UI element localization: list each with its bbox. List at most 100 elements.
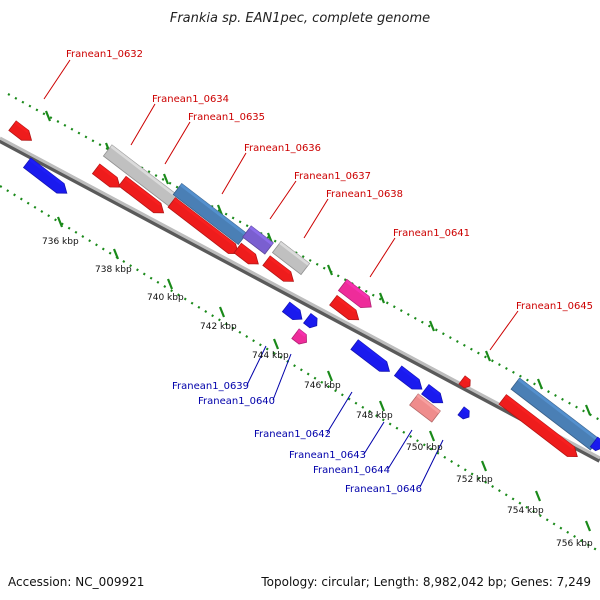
kbp-tick-label: 752 kbp (456, 475, 493, 485)
gene-feature (409, 393, 441, 423)
gene-feature (421, 383, 444, 404)
tick-mark (326, 264, 334, 276)
gene-body (262, 255, 295, 282)
gene-feature (303, 313, 318, 329)
gene-highlight (416, 393, 441, 414)
gene-label: Franean1_0634 (152, 94, 229, 105)
tick-mark (428, 320, 436, 332)
gene-feature (172, 182, 248, 246)
tick-mark (326, 370, 334, 382)
tick-tracks (0, 93, 600, 553)
gene-feature (393, 365, 423, 390)
leader-line (221, 152, 247, 195)
tick-mark (378, 400, 386, 412)
gene-feature (350, 339, 390, 372)
gene-highlight (309, 313, 318, 321)
gene-highlight (517, 378, 599, 442)
gene-body (281, 301, 303, 320)
kbp-tick-label: 744 kbp (252, 351, 289, 361)
tick-mark (112, 248, 120, 260)
gene-highlight (28, 158, 65, 186)
gene-body (91, 163, 121, 188)
gene-highlight (124, 176, 161, 206)
gene-highlight (179, 183, 247, 236)
kbp-tick-label: 756 kbp (556, 539, 593, 549)
gene-body (271, 240, 311, 276)
gene-feature (510, 377, 600, 451)
leader-line (303, 198, 329, 239)
tick-mark (534, 490, 542, 502)
gene-label: Franean1_0641 (393, 228, 470, 239)
gene-feature (271, 240, 311, 276)
kbp-tick-label: 740 kbp (147, 293, 184, 303)
gene-label: Franean1_0638 (326, 189, 403, 200)
leader-line (489, 310, 519, 351)
gene-feature (22, 157, 68, 194)
tick-mark (272, 338, 280, 350)
kbp-tick-label: 748 kbp (356, 411, 393, 421)
gene-highlight (462, 406, 470, 414)
gene-feature (233, 242, 259, 265)
kbp-tick-label: 738 kbp (95, 265, 132, 275)
tick-mark (480, 460, 488, 472)
leader-line (387, 429, 413, 470)
tick-mark (378, 292, 386, 304)
gene-label: Franean1_0636 (244, 143, 321, 154)
gene-feature (91, 163, 121, 188)
gene-highlight (297, 328, 307, 337)
tick-mark (428, 430, 436, 442)
gene-highlight (279, 241, 310, 266)
gene-body (350, 339, 390, 372)
tick-mark (44, 110, 52, 122)
tick-mark (166, 278, 174, 290)
gene-feature (329, 294, 360, 321)
gene-highlight (239, 243, 256, 257)
gene-highlight (173, 197, 236, 247)
gene-label: Franean1_0637 (294, 171, 371, 182)
gene-highlight (356, 339, 387, 365)
gene-feature (118, 175, 165, 214)
gene-label: Franean1_0640 (198, 396, 275, 407)
gene-highlight (287, 302, 301, 313)
gene-features (8, 120, 600, 458)
gene-label: Franean1_0646 (345, 484, 422, 495)
gene-feature (457, 406, 470, 420)
gene-body (22, 157, 68, 194)
tick-track-outer (7, 93, 600, 421)
tick-mark (584, 404, 592, 416)
kbp-tick-label: 742 kbp (200, 322, 237, 332)
gene-label: Franean1_0642 (254, 429, 331, 440)
gene-labels: Franean1_0632Franean1_0634Franean1_0635F… (43, 49, 593, 495)
gene-label: Franean1_0632 (66, 49, 143, 60)
tick-track-inner (0, 185, 600, 553)
gene-highlight (14, 120, 29, 134)
gene-label: Franean1_0635 (188, 112, 265, 123)
gene-feature (498, 394, 578, 458)
gene-label: Franean1_0645 (516, 301, 593, 312)
gene-feature (167, 197, 239, 254)
accession-text: Accession: NC_009921 (8, 575, 144, 589)
gene-body (421, 383, 444, 404)
tick-mark (162, 173, 170, 185)
kbp-axis: 736 kbp 738 kbp 740 kbp 742 kbp 744 kbp 746 k… (42, 237, 593, 549)
gene-body (242, 225, 274, 255)
gene-feature (291, 328, 307, 345)
gene-feature (242, 225, 274, 255)
kbp-tick-label: 736 kbp (42, 237, 79, 247)
kbp-tick-label: 746 kbp (304, 381, 341, 391)
gene-highlight (427, 384, 441, 396)
gene-body (167, 197, 239, 254)
gene-highlight (268, 255, 291, 275)
gene-body (8, 120, 33, 141)
leader-line (272, 353, 292, 401)
gene-highlight (110, 144, 179, 199)
leader-line (419, 439, 444, 488)
leader-line (130, 103, 156, 146)
tick-mark (536, 378, 544, 390)
leader-line (164, 121, 191, 165)
leader-line (326, 391, 353, 434)
gene-body (409, 393, 441, 423)
gene-feature (8, 120, 33, 141)
gene-feature (458, 375, 471, 389)
